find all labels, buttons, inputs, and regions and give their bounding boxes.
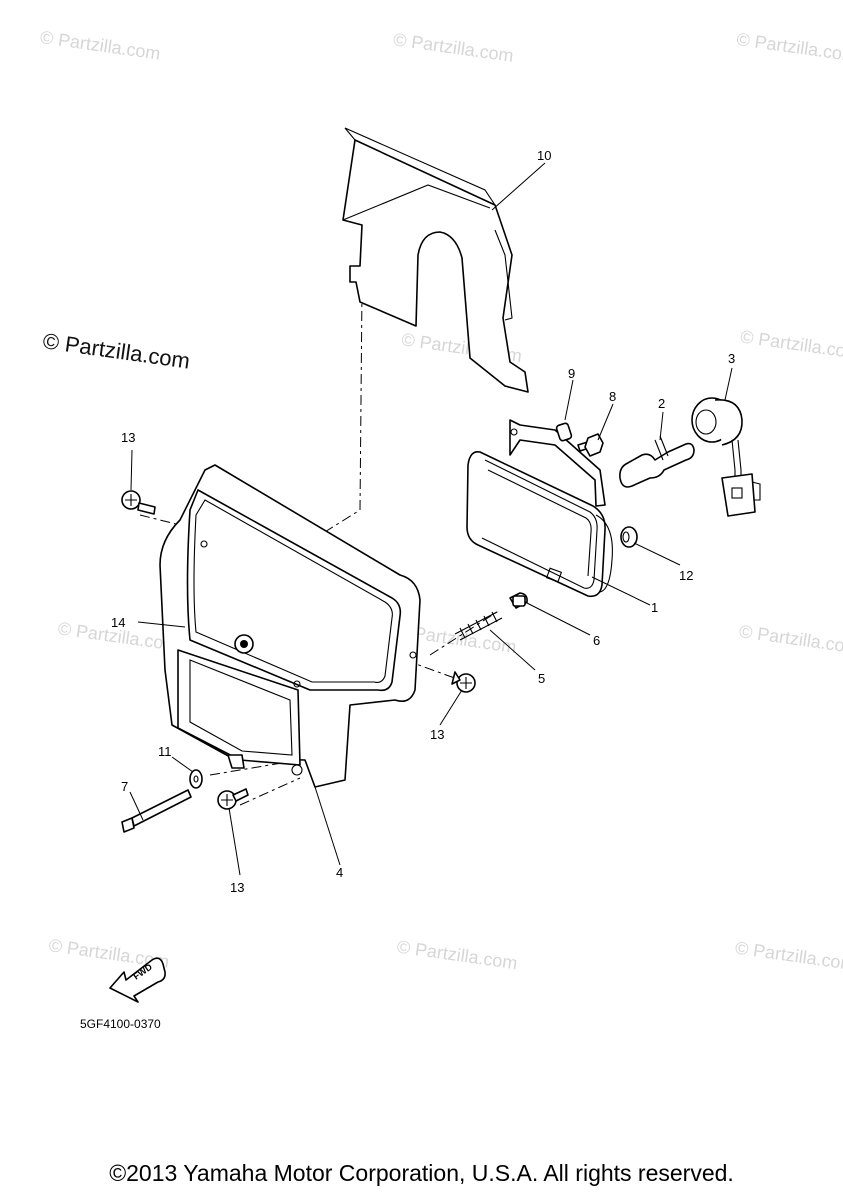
alignment-line: [429, 609, 501, 656]
grommet-12: [620, 526, 638, 548]
alignment-line: [209, 759, 301, 776]
copyright-notice: ©2013 Yamaha Motor Corporation, U.S.A. A…: [109, 1160, 734, 1186]
alignment-line: [239, 777, 301, 806]
callout-10: 10: [537, 148, 551, 163]
screw-13-top: [121, 490, 156, 515]
watermark-large: © Partzilla.com: [41, 328, 191, 373]
screw-13-right: [451, 671, 476, 693]
callout-8: 8: [609, 389, 616, 404]
callout-3: 3: [728, 351, 735, 366]
bolt-8: [577, 433, 604, 457]
callout-2: 2: [658, 396, 665, 411]
callout-13: 13: [230, 880, 244, 895]
watermark-group: © Partzilla.com © Partzilla.com © Partzi…: [39, 27, 843, 975]
diagram-part-number: 5GF4100-0370: [80, 1017, 161, 1031]
callout-13: 13: [121, 430, 135, 445]
callout-6: 6: [593, 633, 600, 648]
watermark: © Partzilla.com: [39, 27, 162, 64]
callout-5: 5: [538, 671, 545, 686]
watermark: © Partzilla.com: [396, 937, 519, 974]
leader-lines: [129, 162, 733, 876]
watermark: © Partzilla.com: [739, 326, 843, 363]
headlight-housing: [159, 464, 421, 788]
callout-12: 12: [679, 568, 693, 583]
adjusting-spring: [454, 611, 503, 641]
headlight-bulb: [619, 435, 695, 488]
callout-7: 7: [121, 779, 128, 794]
exploded-parts-diagram: © Partzilla.com © Partzilla.com © Partzi…: [39, 27, 843, 1031]
callout-9: 9: [568, 366, 575, 381]
long-bolt: [121, 789, 192, 833]
callout-11: 11: [158, 744, 172, 759]
adjusting-nut: [509, 592, 528, 609]
screw-13-bottom: [217, 788, 249, 810]
watermark: © Partzilla.com: [392, 29, 515, 66]
watermark: © Partzilla.com: [738, 621, 843, 658]
callout-13: 13: [430, 727, 444, 742]
inner-cover-plate: [342, 127, 529, 393]
alignment-line: [319, 289, 363, 536]
washer: [189, 769, 203, 789]
callout-1: 1: [651, 600, 658, 615]
collar-9: [555, 422, 573, 442]
callout-14: 14: [111, 615, 125, 630]
callout-4: 4: [336, 865, 343, 880]
bulb-socket: [691, 397, 761, 517]
watermark: © Partzilla.com: [735, 29, 843, 66]
watermark: © Partzilla.com: [734, 938, 843, 975]
headlight-unit: [466, 419, 613, 598]
